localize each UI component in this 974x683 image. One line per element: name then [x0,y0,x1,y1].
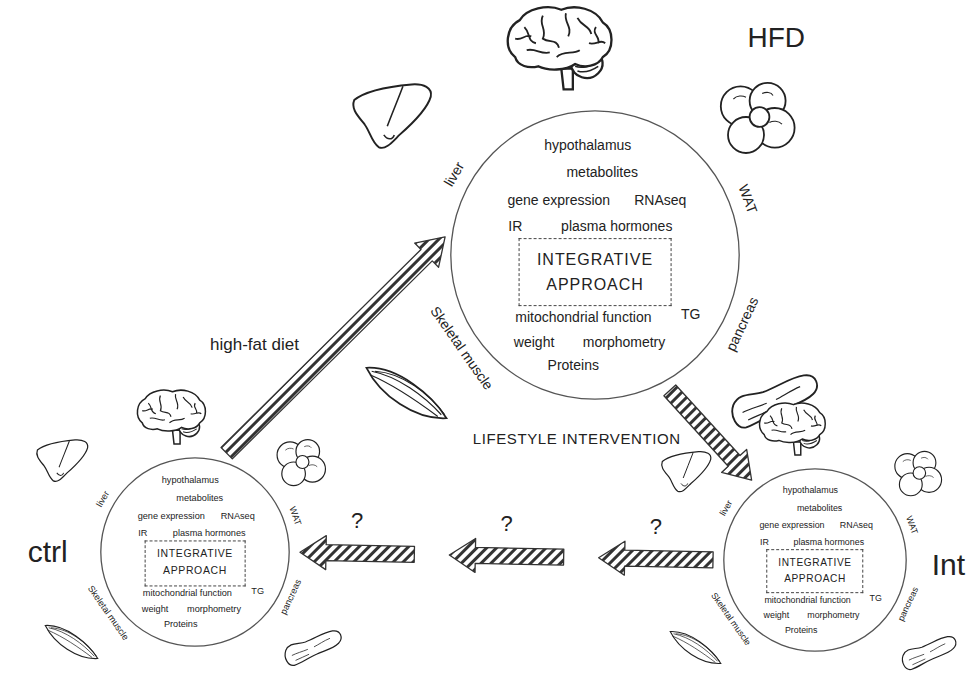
measure-label: weight [514,334,554,350]
measure-label: weight [764,610,790,620]
organ-label: WAT [735,183,760,216]
measure-label: hypothalamus [162,475,219,486]
measure-label: metabolites [176,493,223,504]
approach-box: INTEGRATIVE APPROACH [519,239,672,307]
measure-label: mitochondrial function [764,594,850,604]
group-title: HFD [747,21,805,53]
study-circle: HFDhypothalamusmetabolitesgene expressio… [450,110,740,400]
approach-box: INTEGRATIVE APPROACH [145,541,246,586]
organ-label: pancreas [896,585,921,622]
adipose-drawing [277,440,325,486]
box-label: INTEGRATIVE APPROACH [157,547,233,581]
study-circle: ctrlhypothalamusmetabolitesgene expressi… [100,457,290,647]
measure-label: morphometry [187,604,241,615]
measure-label: gene expression [507,192,610,208]
muscle-drawing [366,368,446,419]
circle-line [101,458,289,646]
organ-label: liver [441,159,468,189]
pancreas-drawing [902,637,955,670]
study-circle: Inthypothalamusmetabolitesgene expressio… [723,468,907,652]
brain-drawing [508,7,612,89]
measure-label: TG [870,593,882,603]
adipose-drawing [895,451,942,495]
muscle-drawing [670,632,721,664]
measure-label: IR [760,536,769,546]
measure-label: plasma hormones [173,528,246,539]
liver-drawing [662,452,711,492]
measure-label: gene expression [138,511,205,522]
organ-label: liver [94,489,112,509]
measure-label: mitochondrial function [143,588,232,599]
group-title: ctrl [28,535,68,570]
arrow-label: ? [498,511,514,536]
measure-label: Proteins [164,619,198,630]
measure-label: weight [142,604,168,615]
measure-label: mitochondrial function [515,309,651,325]
measure-label: RNAseq [634,192,686,208]
measure-label: gene expression [759,520,824,530]
measure-label: IR [138,528,147,539]
measure-label: RNAseq [221,511,255,522]
measure-label: plasma hormones [561,218,672,234]
pancreas-drawing [285,631,341,666]
approach-box: INTEGRATIVE APPROACH [766,549,863,593]
measure-label: metabolites [566,164,638,180]
transition-arrow [300,536,713,576]
measure-label: TG [251,586,264,597]
organ-label: liver [717,499,734,518]
organ-label: pancreas [723,294,762,353]
measure-label: RNAseq [840,520,873,530]
measure-label: TG [681,306,700,322]
brain-drawing [760,403,826,455]
muscle-drawing [45,625,97,658]
measure-label: Proteins [548,357,599,373]
circle-line [451,111,739,399]
measure-label: morphometry [807,610,859,620]
measure-label: morphometry [583,334,665,350]
circle-line [724,469,906,651]
question-mark: ? [648,514,664,539]
group-title: Int [932,547,965,582]
measure-label: plasma hormones [794,536,865,546]
organ-label: Skeletal muscle [427,303,496,393]
organ-label: WAT [904,514,920,535]
liver-drawing [37,440,88,482]
organ-label: pancreas [279,578,304,617]
measure-label: metabolites [797,502,842,512]
question-mark: ? [349,509,365,534]
adipose-drawing [721,83,795,153]
measure-label: Proteins [785,625,818,635]
box-label: INTEGRATIVE APPROACH [537,247,653,298]
measure-label: hypothalamus [544,137,631,153]
organ-label: WAT [287,505,304,527]
measure-label: hypothalamus [783,485,838,495]
brain-drawing [137,390,205,444]
measure-label: IR [508,218,522,234]
arrow-label: high-fat diet [208,335,301,355]
arrow-label: LIFESTYLE INTERVENTION [471,431,683,448]
box-label: INTEGRATIVE APPROACH [778,555,851,588]
liver-drawing [353,84,431,148]
